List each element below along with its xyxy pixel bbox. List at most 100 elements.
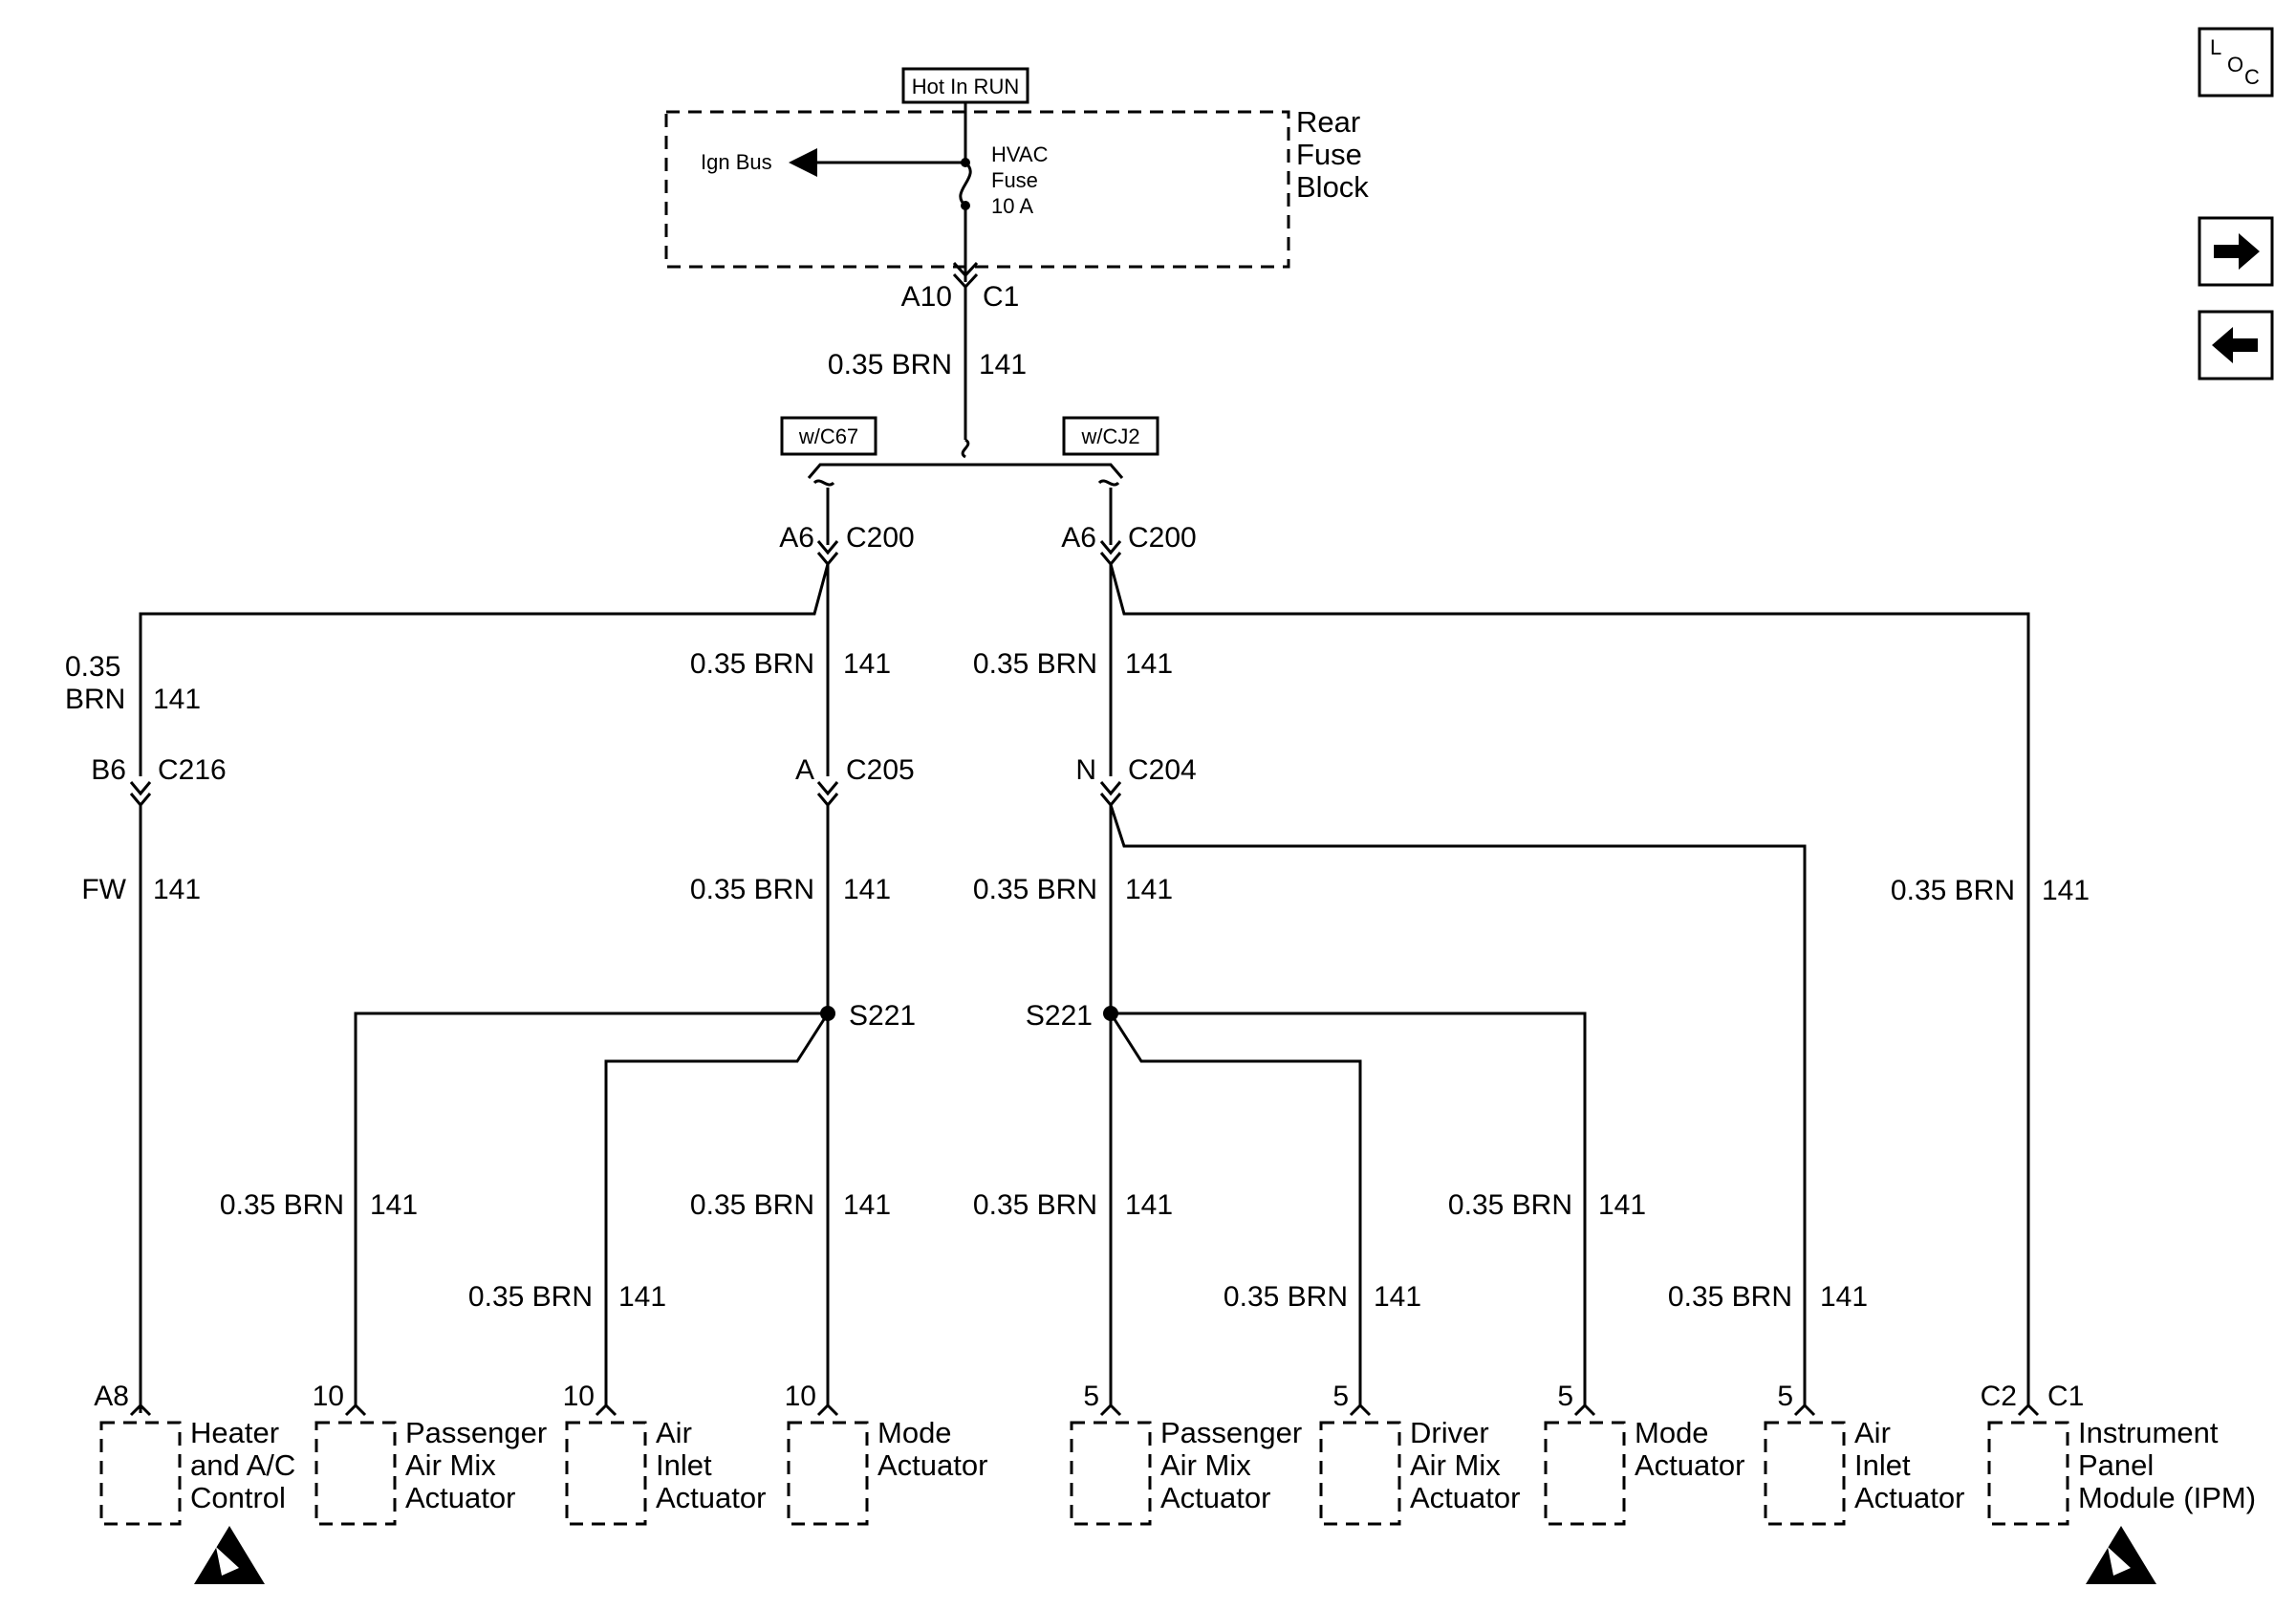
ign-bus-label: Ign Bus [701,150,772,174]
air-inlet-right-gauge: 0.35 BRN [1668,1281,1792,1313]
mode-left-gauge: 0.35 BRN [690,1189,814,1221]
component-label-line2: and A/C [190,1448,295,1482]
rear-fuse-block: Hot In RUN Ign Bus HVAC Fuse 10 A Rear F… [664,67,1369,282]
arrow-right-icon [2214,233,2260,270]
c204-wire-circuit: 141 [1125,648,1173,680]
component-outline [1764,1421,1846,1526]
component-label-line2: Actuator [877,1448,987,1482]
right-splice-wire-gauge: 0.35 BRN [973,874,1097,905]
hot-in-run-label: Hot In RUN [912,75,1019,98]
fuse-name-line2: Fuse [991,168,1038,192]
component-label-line2: Inlet [656,1448,712,1482]
esd-warning-icon [2086,1526,2156,1584]
component-outline [1070,1421,1152,1526]
left-c200-pin: A6 [779,522,814,554]
loc-letter-c: C [2244,65,2260,89]
component-label-line3: Actuator [1410,1481,1520,1514]
terminal-symbol [1349,1403,1372,1417]
right-splice-label: S221 [1026,1000,1093,1032]
component-label-line3: Actuator [1854,1481,1964,1514]
component-pin: 10 [563,1381,595,1412]
component-label-line2: Actuator [1635,1448,1744,1482]
component-pin: 5 [1777,1381,1793,1412]
air-inlet-left-gauge: 0.35 BRN [468,1281,593,1313]
component-pin: 10 [313,1381,344,1412]
location-button[interactable]: L O C [2198,27,2274,98]
c216-pin: B6 [91,754,126,786]
fuse-connector: C1 [983,281,1019,313]
component-label-line1: Air [1854,1416,1891,1449]
option-left-box [780,416,877,456]
component-pin: 5 [1557,1381,1573,1412]
location-icon: L O C [2210,35,2260,89]
c205-connector: C205 [846,754,915,786]
pass-mix-left-circuit: 141 [370,1189,418,1221]
c204-pin: N [1075,754,1096,786]
right-splice-wire-circuit: 141 [1125,874,1173,905]
component-label-line1: Passenger [1160,1416,1302,1449]
fuse-symbol [959,161,972,207]
terminal-symbol [595,1403,617,1417]
wire-air-inlet-right [1109,804,1807,1405]
component-outline [314,1421,397,1526]
left-splice-label: S221 [849,1000,916,1032]
mode-right-circuit: 141 [1598,1189,1646,1221]
component-outline [1319,1421,1401,1526]
c216-wire-circuit: 141 [153,684,201,715]
fuse-name-line1: HVAC [991,142,1049,166]
driver-mix-circuit: 141 [1374,1281,1421,1313]
component-label-line2: Air Mix [405,1448,496,1482]
right-c200-connector: C200 [1128,522,1197,554]
terminal-symbol [344,1403,367,1417]
component-label-line3: Control [190,1481,286,1514]
pass-mix-left-gauge: 0.35 BRN [220,1189,344,1221]
component-label-line1: Driver [1410,1416,1489,1449]
feed-wire-circuit: 141 [979,349,1027,381]
component-label-line2: Inlet [1854,1448,1911,1482]
pass-mix-right-circuit: 141 [1125,1189,1173,1221]
left-splice-wire-gauge: 0.35 BRN [690,874,814,905]
component-label-line1: Mode [1635,1416,1709,1449]
left-splice-wire-circuit: 141 [843,874,891,905]
component-connector: C1 [2047,1381,2084,1412]
component-outline [1987,1421,2069,1526]
c205-pin: A [795,754,814,786]
c205-wire-gauge: 0.35 BRN [690,648,814,680]
arrow-left-icon [2212,327,2258,363]
ipm-wire-gauge: 0.35 BRN [1891,875,2015,906]
next-button[interactable] [2198,216,2274,287]
fuse-block-name-line3: Block [1296,170,1369,204]
component-label-line1: Passenger [405,1416,547,1449]
loc-letter-o: O [2227,53,2243,76]
loc-letter-l: L [2210,35,2221,59]
terminal-symbol [1099,1403,1122,1417]
terminal-symbol [129,1403,152,1417]
terminal-symbol [1793,1403,1816,1417]
pass-mix-right-gauge: 0.35 BRN [973,1189,1097,1221]
terminal-symbol [2017,1403,2040,1417]
component-label-line3: Actuator [1160,1481,1270,1514]
esd-warning-icon [194,1526,265,1584]
terminal-symbol [1573,1403,1596,1417]
component-label-line2: Air Mix [1410,1448,1501,1482]
fuse-pin: A10 [901,281,952,313]
driver-mix-gauge: 0.35 BRN [1224,1281,1348,1313]
component-pin: 10 [785,1381,816,1412]
previous-button[interactable] [2198,310,2274,381]
c205-wire-circuit: 141 [843,648,891,680]
component-label-line3: Actuator [405,1481,515,1514]
component-label-line3: Module (IPM) [2078,1481,2256,1514]
component-label-line1: Heater [190,1416,279,1449]
component-label-line3: Actuator [656,1481,766,1514]
fuse-block-name-line1: Rear [1296,105,1360,139]
component-pin: A8 [94,1381,129,1412]
fuse-block-outline [664,110,1290,269]
wire-to-c216 [139,563,830,776]
